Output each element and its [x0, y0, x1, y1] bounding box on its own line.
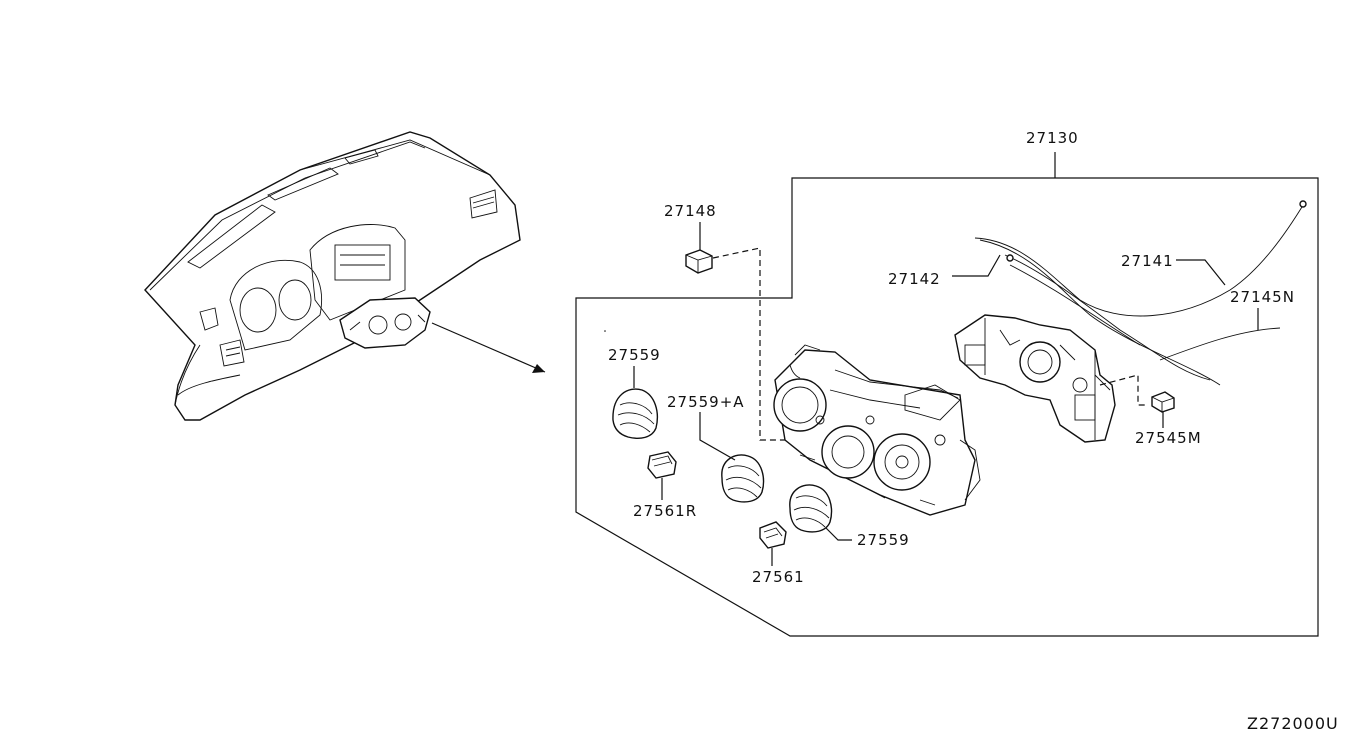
callout-27130: 27130 — [1026, 129, 1079, 147]
dashed-leader-27148 — [712, 247, 790, 441]
callout-27561R: 27561R — [633, 502, 698, 520]
callout-27559-plus-a: 27559+A — [667, 393, 745, 411]
assembly-outline — [575, 152, 1319, 637]
part-27559-knob-b — [699, 412, 765, 503]
mark-dot — [604, 330, 606, 332]
arrow-head — [532, 364, 545, 373]
callout-27148: 27148 — [664, 202, 717, 220]
part-27545M — [1151, 391, 1175, 428]
part-27148 — [685, 222, 713, 274]
part-27561R — [647, 451, 677, 500]
leader-27141 — [1176, 259, 1226, 286]
part-27559-knob-a — [612, 366, 659, 439]
part-27561 — [759, 521, 787, 566]
callout-27559-lower: 27559 — [857, 531, 910, 549]
part-27559-knob-c — [789, 484, 852, 541]
callout-27561: 27561 — [752, 568, 805, 586]
callout-27142: 27142 — [888, 270, 941, 288]
dashboard-illustration — [144, 131, 546, 421]
callout-27545M: 27545M — [1135, 429, 1202, 447]
cable-mechanism — [954, 200, 1307, 443]
leader-27142 — [952, 254, 1001, 277]
diagram-code: Z272000U — [1247, 714, 1339, 733]
control-panel-unit — [773, 344, 981, 516]
callout-27559-upper: 27559 — [608, 346, 661, 364]
callout-27145N: 27145N — [1230, 288, 1295, 306]
callout-27141: 27141 — [1121, 252, 1174, 270]
